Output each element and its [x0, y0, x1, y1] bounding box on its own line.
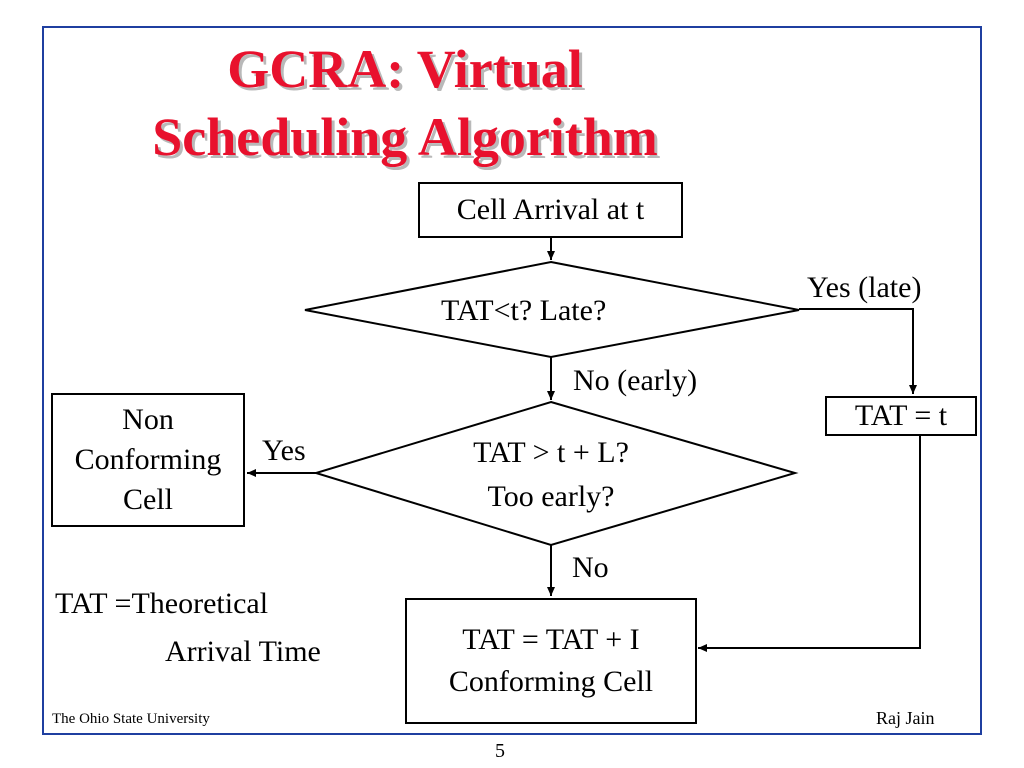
late-decision-label: TAT<t? Late?: [441, 294, 607, 327]
footer-author: Raj Jain: [876, 708, 935, 728]
set-tat-label: TAT = t: [854, 399, 948, 432]
nonconforming-cell-box: Non Conforming Cell: [51, 393, 245, 527]
nonconforming-line1: Non: [122, 403, 174, 436]
yes-label: Yes: [262, 434, 306, 467]
cell-arrival-box: Cell Arrival at t: [418, 182, 683, 238]
tat-definition-line1: TAT =Theoretical: [55, 587, 269, 620]
yes-late-label: Yes (late): [807, 271, 922, 304]
set-tat-box: TAT = t: [825, 396, 977, 436]
update-tat-line2: Conforming Cell: [448, 665, 654, 698]
update-tat-box: TAT = TAT + I Conforming Cell: [405, 598, 697, 724]
footer-institution: The Ohio State University: [52, 711, 210, 727]
nonconforming-line2: Conforming: [74, 443, 222, 476]
slide-title-line2: Scheduling Algorithm: [152, 107, 658, 167]
tat-definition-line2: Arrival Time: [165, 635, 321, 668]
slide-title-line1: GCRA: Virtual: [227, 39, 583, 99]
page-number: 5: [495, 740, 505, 762]
arrow-tat-t-to-update: [698, 436, 921, 652]
nonconforming-line3: Cell: [123, 483, 173, 516]
slide-frame: [42, 26, 982, 735]
early-decision-label-line1: TAT > t + L?: [473, 436, 629, 469]
update-tat-line1: TAT = TAT + I: [462, 623, 640, 656]
no-label: No: [572, 551, 609, 584]
no-early-label: No (early): [573, 364, 698, 397]
early-decision-label-line2: Too early?: [487, 480, 615, 513]
arrow-yes-late: [799, 308, 917, 394]
cell-arrival-label: Cell Arrival at t: [456, 193, 645, 226]
early-decision-diamond: [312, 400, 799, 547]
